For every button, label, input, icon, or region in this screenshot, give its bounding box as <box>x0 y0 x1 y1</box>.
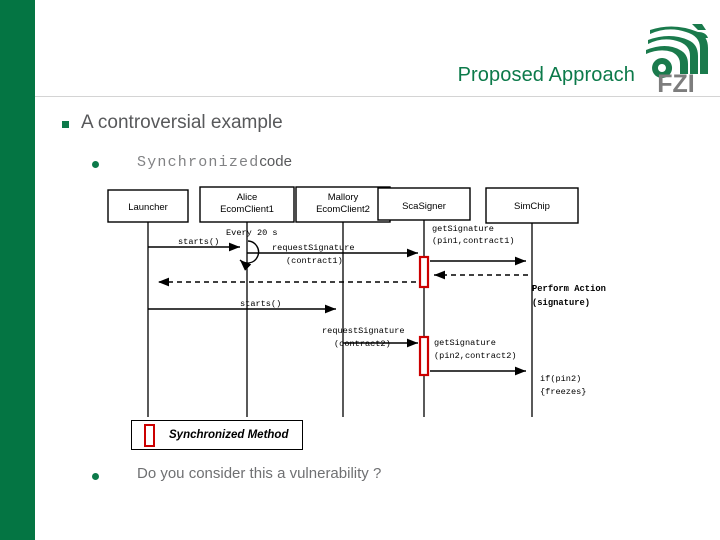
label-requestsignature-1a: requestSignature <box>272 243 355 253</box>
label-requestsignature-2b: (contract2) <box>334 339 391 349</box>
page-title: Proposed Approach <box>457 64 635 86</box>
lifeline-labels: Launcher Alice EcomClient1 Mallory EcomC… <box>128 192 550 215</box>
label-requestsignature-1b: (contract1) <box>286 256 343 266</box>
bullet-level1-label: A controversial example <box>81 112 283 133</box>
label-alice-line2: EcomClient1 <box>220 204 274 215</box>
note-perform-action-a: Perform Action <box>532 284 606 294</box>
activation-bar-sync-2 <box>418 335 430 377</box>
label-getsignature-1b: (pin1,contract1) <box>432 236 515 246</box>
label-mallory-line1: Mallory <box>328 192 359 203</box>
header-divider <box>35 96 720 97</box>
lifeline-box-launcher <box>107 189 189 223</box>
legend-swatch-icon <box>144 423 155 447</box>
note-if-pin2-b: {freezes} <box>540 387 586 397</box>
label-launcher: Launcher <box>128 202 168 213</box>
bullet-sub-synchronized-code: Synchronizedcode <box>92 152 292 173</box>
legend-label: Synchronized Method <box>169 429 289 441</box>
keyword-synchronized: Synchronized <box>137 154 260 171</box>
bullet-dot-marker <box>92 473 99 480</box>
bullet-square-marker <box>62 121 69 128</box>
note-every-20s: Every 20 s <box>226 228 278 238</box>
message-labels: Every 20 s starts() requestSignature (co… <box>178 224 586 397</box>
label-alice-line1: Alice <box>237 192 258 203</box>
label-getsignature-1a: getSignature <box>432 224 494 234</box>
fzi-logo-mark: FZI <box>646 24 708 94</box>
label-starts-1: starts() <box>178 237 219 247</box>
uml-sequence-diagram: Launcher Alice EcomClient1 Mallory EcomC… <box>100 185 665 450</box>
legend-synchronized-method: Synchronized Method <box>131 420 303 450</box>
perform-action-note: Perform Action (signature) <box>532 284 606 308</box>
fzi-logo: FZI <box>640 18 712 94</box>
lifeline-box-scasigner <box>377 187 471 221</box>
bullet-sub-question: Do you consider this a vulnerability ? <box>92 464 381 484</box>
label-getsignature-2a: getSignature <box>434 338 496 348</box>
word-code: code <box>259 153 292 170</box>
bullet-sub1-text: Synchronizedcode <box>137 152 292 173</box>
lifeline-stems <box>147 220 533 417</box>
bullet-level1: A controversial example <box>62 111 283 135</box>
label-getsignature-2b: (pin2,contract2) <box>434 351 517 361</box>
bullet-sub2-label: Do you consider this a vulnerability ? <box>137 465 382 482</box>
note-perform-action-b: (signature) <box>532 298 590 308</box>
fzi-wordmark: FZI <box>657 70 695 94</box>
self-loop-every-20s <box>239 240 260 271</box>
note-if-pin2-a: if(pin2) <box>540 374 581 384</box>
bullet-dot-marker <box>92 161 99 168</box>
sequence-diagram-svg: Launcher Alice EcomClient1 Mallory EcomC… <box>107 186 606 417</box>
left-accent-bar <box>0 0 35 540</box>
sequence-messages <box>148 240 528 376</box>
activation-bar-sync-1 <box>418 255 430 289</box>
lifeline-box-alice <box>199 186 295 223</box>
label-mallory-line2: EcomClient2 <box>316 204 370 215</box>
label-starts-2: starts() <box>240 299 281 309</box>
label-requestsignature-2a: requestSignature <box>322 326 405 336</box>
label-simchip: SimChip <box>514 201 550 212</box>
label-scasigner: ScaSigner <box>402 201 446 212</box>
synchronized-activations <box>418 255 430 377</box>
